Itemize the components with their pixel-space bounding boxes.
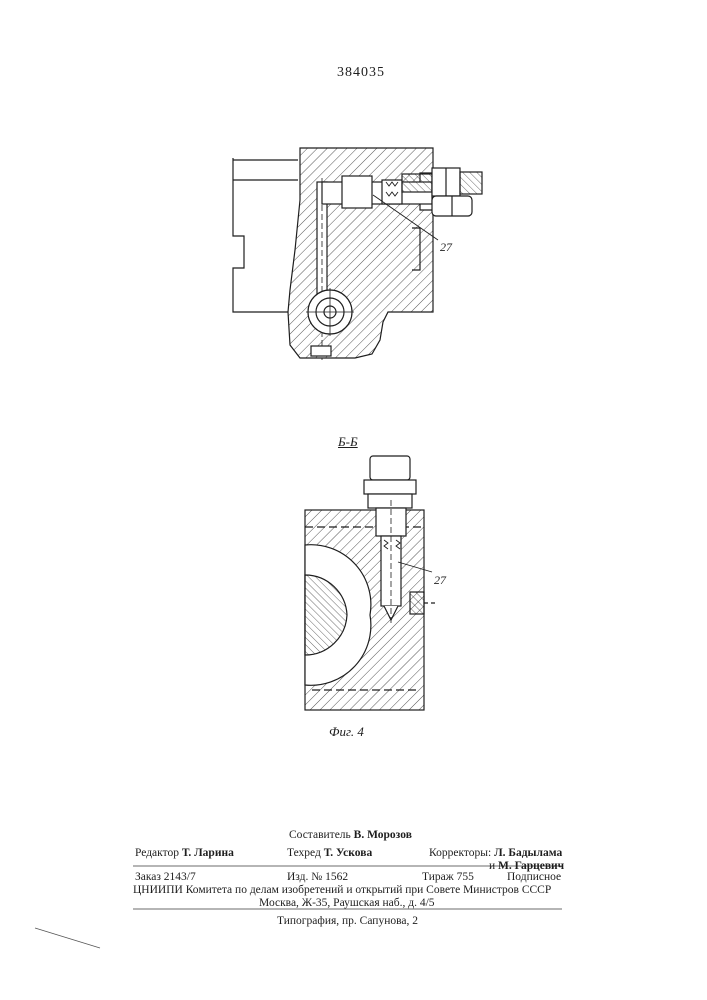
address-line: Москва, Ж-35, Раушская наб., д. 4/5: [259, 896, 435, 910]
section-label: Б-Б: [338, 434, 358, 450]
techeditor-line: Техред Т. Ускова: [287, 846, 372, 860]
compiler-name: В. Морозов: [354, 829, 412, 841]
figure-caption: Фиг. 4: [329, 724, 364, 740]
compiler-line: Составитель В. Морозов: [289, 828, 412, 842]
techeditor-name: Т. Ускова: [324, 847, 372, 859]
callout-27-top: 27: [440, 240, 453, 254]
compiler-role: Составитель: [289, 829, 351, 841]
corrector-2-prefix: и: [489, 860, 495, 872]
subscription-note: Подписное: [507, 870, 561, 884]
editor-name: Т. Ларина: [182, 847, 234, 859]
techeditor-role: Техред: [287, 847, 321, 859]
print-run: Тираж 755: [422, 870, 474, 884]
editor-role: Редактор: [135, 847, 179, 859]
correctors-role: Корректоры:: [429, 847, 491, 859]
editor-line: Редактор Т. Ларина: [135, 846, 234, 860]
scan-mark: [35, 928, 100, 948]
institute-line: ЦНИИПИ Комитета по делам изобретений и о…: [133, 883, 551, 897]
correctors-line: Корректоры: Л. Бадылама: [429, 846, 562, 860]
lower-section-drawing: [305, 456, 436, 710]
corrector-1: Л. Бадылама: [494, 847, 562, 859]
edition-number: Изд. № 1562: [287, 870, 348, 884]
callout-27-bottom: 27: [434, 573, 447, 587]
order-number: Заказ 2143/7: [135, 870, 196, 884]
printer-line: Типография, пр. Сапунова, 2: [277, 914, 418, 928]
upper-section-drawing: [233, 148, 482, 360]
